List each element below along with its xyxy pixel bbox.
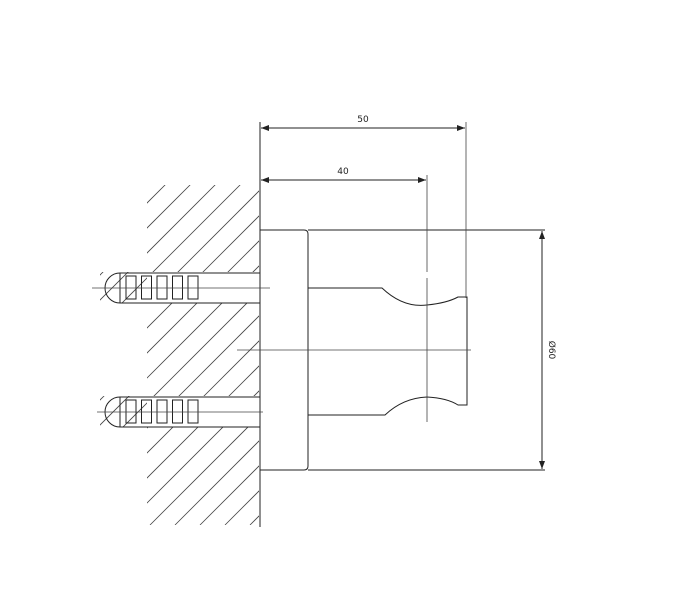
hatch-line bbox=[350, 125, 675, 525]
hatch-line bbox=[100, 185, 251, 525]
anchor-rib bbox=[125, 399, 137, 424]
hatch-line bbox=[425, 125, 675, 525]
hatch-line bbox=[100, 185, 259, 525]
anchor-rib bbox=[141, 275, 152, 300]
hatch-line bbox=[100, 185, 259, 525]
hatch-line bbox=[450, 125, 675, 525]
hatch-line bbox=[224, 185, 259, 525]
anchor-rib bbox=[187, 275, 199, 300]
dimension-40: 40 bbox=[261, 167, 426, 183]
dimension-diameter: Ø60 bbox=[539, 231, 557, 469]
hatch-line bbox=[400, 125, 675, 525]
hatch-line bbox=[100, 185, 259, 525]
wall-hatching bbox=[100, 125, 675, 525]
hatch-line bbox=[375, 125, 675, 525]
dimension-50-label: 50 bbox=[357, 115, 369, 125]
hatch-line bbox=[100, 185, 259, 525]
hatch-line bbox=[124, 185, 259, 525]
anchor-rib bbox=[187, 399, 199, 424]
hatch-line bbox=[100, 185, 259, 525]
anchor-rib bbox=[172, 275, 183, 300]
hatch-line bbox=[100, 185, 201, 525]
hatch-line bbox=[249, 185, 259, 525]
wall-anchor bbox=[97, 396, 263, 428]
dimension-diameter-label: Ø60 bbox=[546, 341, 557, 360]
wall-anchor bbox=[92, 272, 270, 304]
hatch-line bbox=[325, 125, 675, 525]
anchor-rib bbox=[125, 275, 137, 300]
hatch-line bbox=[100, 185, 226, 525]
hatch-line bbox=[475, 125, 675, 525]
hatch-line bbox=[100, 185, 259, 525]
anchor-rib bbox=[141, 399, 152, 424]
hatch-line bbox=[100, 185, 259, 525]
anchor-rib bbox=[156, 275, 168, 300]
hatch-line bbox=[149, 185, 259, 525]
anchor-rib bbox=[156, 399, 168, 424]
hatch-line bbox=[174, 185, 259, 525]
dimension-50: 50 bbox=[261, 115, 465, 131]
dimension-40-label: 40 bbox=[337, 167, 349, 177]
anchor-rib bbox=[172, 399, 183, 424]
hatch-line bbox=[275, 125, 675, 525]
holder-body bbox=[308, 287, 468, 416]
hatch-line bbox=[100, 185, 259, 525]
hatch-line bbox=[300, 125, 675, 525]
hatch-line bbox=[100, 185, 259, 525]
hatch-line bbox=[100, 185, 259, 525]
